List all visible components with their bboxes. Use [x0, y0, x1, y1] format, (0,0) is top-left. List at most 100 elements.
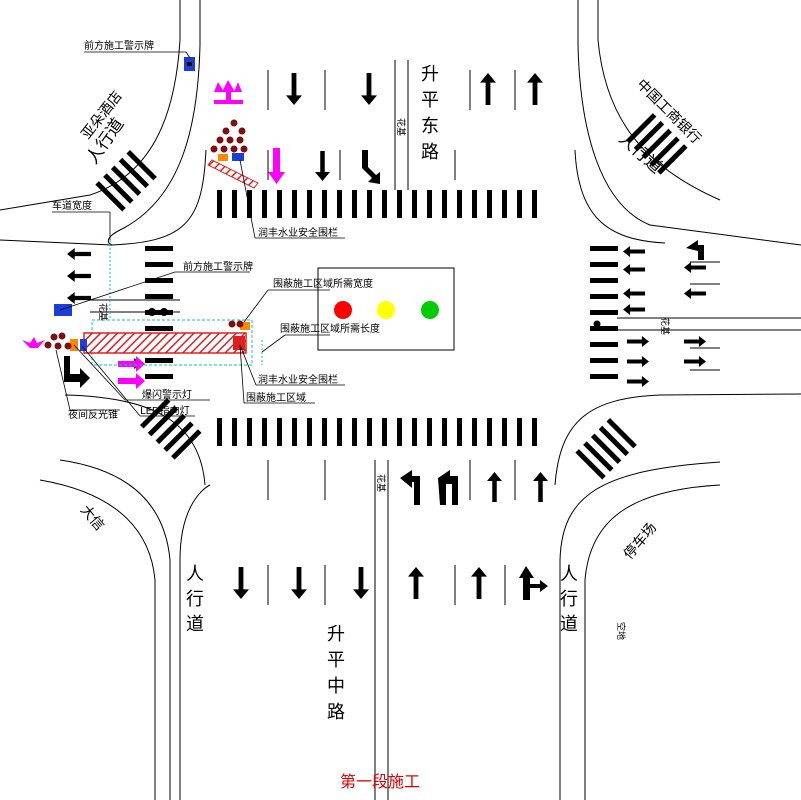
svg-text:道: 道	[186, 614, 204, 635]
crosswalk-stripe	[322, 418, 327, 446]
magenta-split-arrow-icon	[214, 80, 243, 104]
place-daxin: 大信	[77, 502, 107, 534]
crosswalk-stripe	[145, 294, 173, 299]
crosswalk-south	[217, 418, 537, 446]
flowerbed-west: 花基	[97, 303, 109, 321]
crosswalk-stripe	[145, 374, 173, 379]
arrow-left-turn-icon	[686, 240, 704, 260]
svg-text:路: 路	[421, 142, 439, 163]
cone-icon	[210, 145, 218, 153]
traffic-light-red	[334, 301, 352, 319]
arrow-right-icon	[627, 336, 649, 347]
crosswalk-corner-ne	[626, 113, 688, 175]
crosswalk-stripe	[352, 418, 357, 446]
arrow-left-turn-icon	[400, 470, 420, 505]
crosswalk-stripe	[103, 173, 134, 204]
label-zone-width: 围蔽施工区域所需宽度	[273, 277, 373, 290]
flash-light-icon	[218, 154, 228, 161]
crosswalk-stripe	[95, 181, 126, 212]
crosswalk-stripe	[217, 418, 222, 446]
crosswalk-stripe	[457, 418, 462, 446]
flash-light-icon	[240, 322, 250, 330]
arrow-up-icon	[527, 73, 543, 105]
road-name-north: 升 平 东 路	[421, 64, 439, 163]
west-arrows	[22, 248, 145, 389]
construction-zone	[54, 240, 263, 366]
crosswalk-corner-sw	[140, 398, 202, 460]
cone-icon	[230, 145, 238, 153]
crosswalk-stripe	[232, 190, 237, 218]
leader-lines	[52, 51, 345, 417]
svg-text:行: 行	[186, 589, 204, 610]
crosswalk-stripe	[397, 418, 402, 446]
crosswalk-stripe	[472, 190, 477, 218]
crosswalk-stripe	[277, 190, 282, 218]
fence-icon	[207, 159, 259, 189]
crosswalk-stripe	[427, 418, 432, 446]
crosswalk-stripe	[307, 190, 312, 218]
crosswalk-stripe	[110, 165, 142, 196]
svg-text:升: 升	[327, 624, 345, 645]
crosswalk-stripe	[352, 190, 357, 218]
crosswalk-stripe	[247, 418, 252, 446]
place-parking: 停车场	[620, 519, 660, 562]
crosswalk-stripe	[232, 418, 237, 446]
cone-icon	[216, 136, 224, 144]
arrow-left-icon	[67, 270, 91, 282]
arrow-left-icon	[684, 262, 706, 273]
crosswalk-stripe	[367, 190, 372, 218]
crosswalk-stripe	[532, 418, 537, 446]
arrow-left-icon	[623, 288, 645, 299]
crosswalk-stripe	[472, 418, 477, 446]
crosswalk-stripe	[262, 190, 267, 218]
place-vacant: 空地	[615, 622, 627, 640]
crosswalk-stripe	[145, 358, 173, 363]
crosswalk-stripe	[532, 190, 537, 218]
label-fence-bottom: 润丰水业安全围栏	[258, 373, 338, 386]
crosswalk-stripe	[517, 190, 522, 218]
led-light-icon	[80, 339, 87, 351]
arrow-left-icon	[67, 292, 91, 304]
cone-icon	[64, 342, 72, 350]
crosswalk-stripe	[590, 326, 618, 331]
arrow-left-icon	[623, 304, 645, 315]
crosswalk-stripe	[382, 418, 387, 446]
south-arrows	[233, 470, 548, 600]
svg-text:人: 人	[560, 564, 578, 585]
crosswalk-stripe	[641, 128, 672, 160]
crosswalk-stripe	[590, 374, 618, 379]
arrow-turn-icon	[362, 150, 380, 184]
svg-text:路: 路	[327, 702, 345, 723]
cone-icon	[44, 341, 52, 349]
crosswalk-stripe	[247, 190, 252, 218]
label-warning-sign-mid: 前方施工警示牌	[183, 260, 253, 273]
crosswalk-stripe	[145, 310, 173, 315]
crosswalk-stripe	[657, 144, 688, 175]
led-light-icon	[232, 153, 244, 161]
crosswalk-stripe	[292, 418, 297, 446]
crosswalk-stripe	[145, 262, 173, 267]
crosswalk-stripe	[626, 113, 657, 144]
label-led-light: LED指向灯	[140, 404, 190, 417]
svg-text:行: 行	[560, 589, 578, 610]
crosswalk-stripe	[590, 294, 618, 299]
night-cones	[44, 119, 601, 350]
warning-sign-icon	[54, 304, 72, 316]
cone-icon	[236, 320, 244, 328]
north-construction	[184, 57, 259, 189]
magenta-arrow-icon	[268, 148, 285, 184]
cone-icon	[54, 342, 62, 350]
arrow-turn-right-icon	[64, 356, 90, 388]
crosswalk-stripe	[517, 418, 522, 446]
magenta-split-arrow-icon	[22, 337, 45, 348]
label-zone-length: 围蔽施工区域所需长度	[280, 322, 380, 335]
crosswalk-stripe	[163, 421, 194, 452]
traffic-light-yellow	[377, 301, 395, 319]
svg-text:升: 升	[421, 64, 439, 85]
crosswalk-stripe	[277, 418, 282, 446]
arrow-right-icon	[684, 356, 706, 367]
crosswalk-stripe	[367, 418, 372, 446]
crosswalk-stripe	[487, 418, 492, 446]
crosswalk-stripe	[262, 418, 267, 446]
